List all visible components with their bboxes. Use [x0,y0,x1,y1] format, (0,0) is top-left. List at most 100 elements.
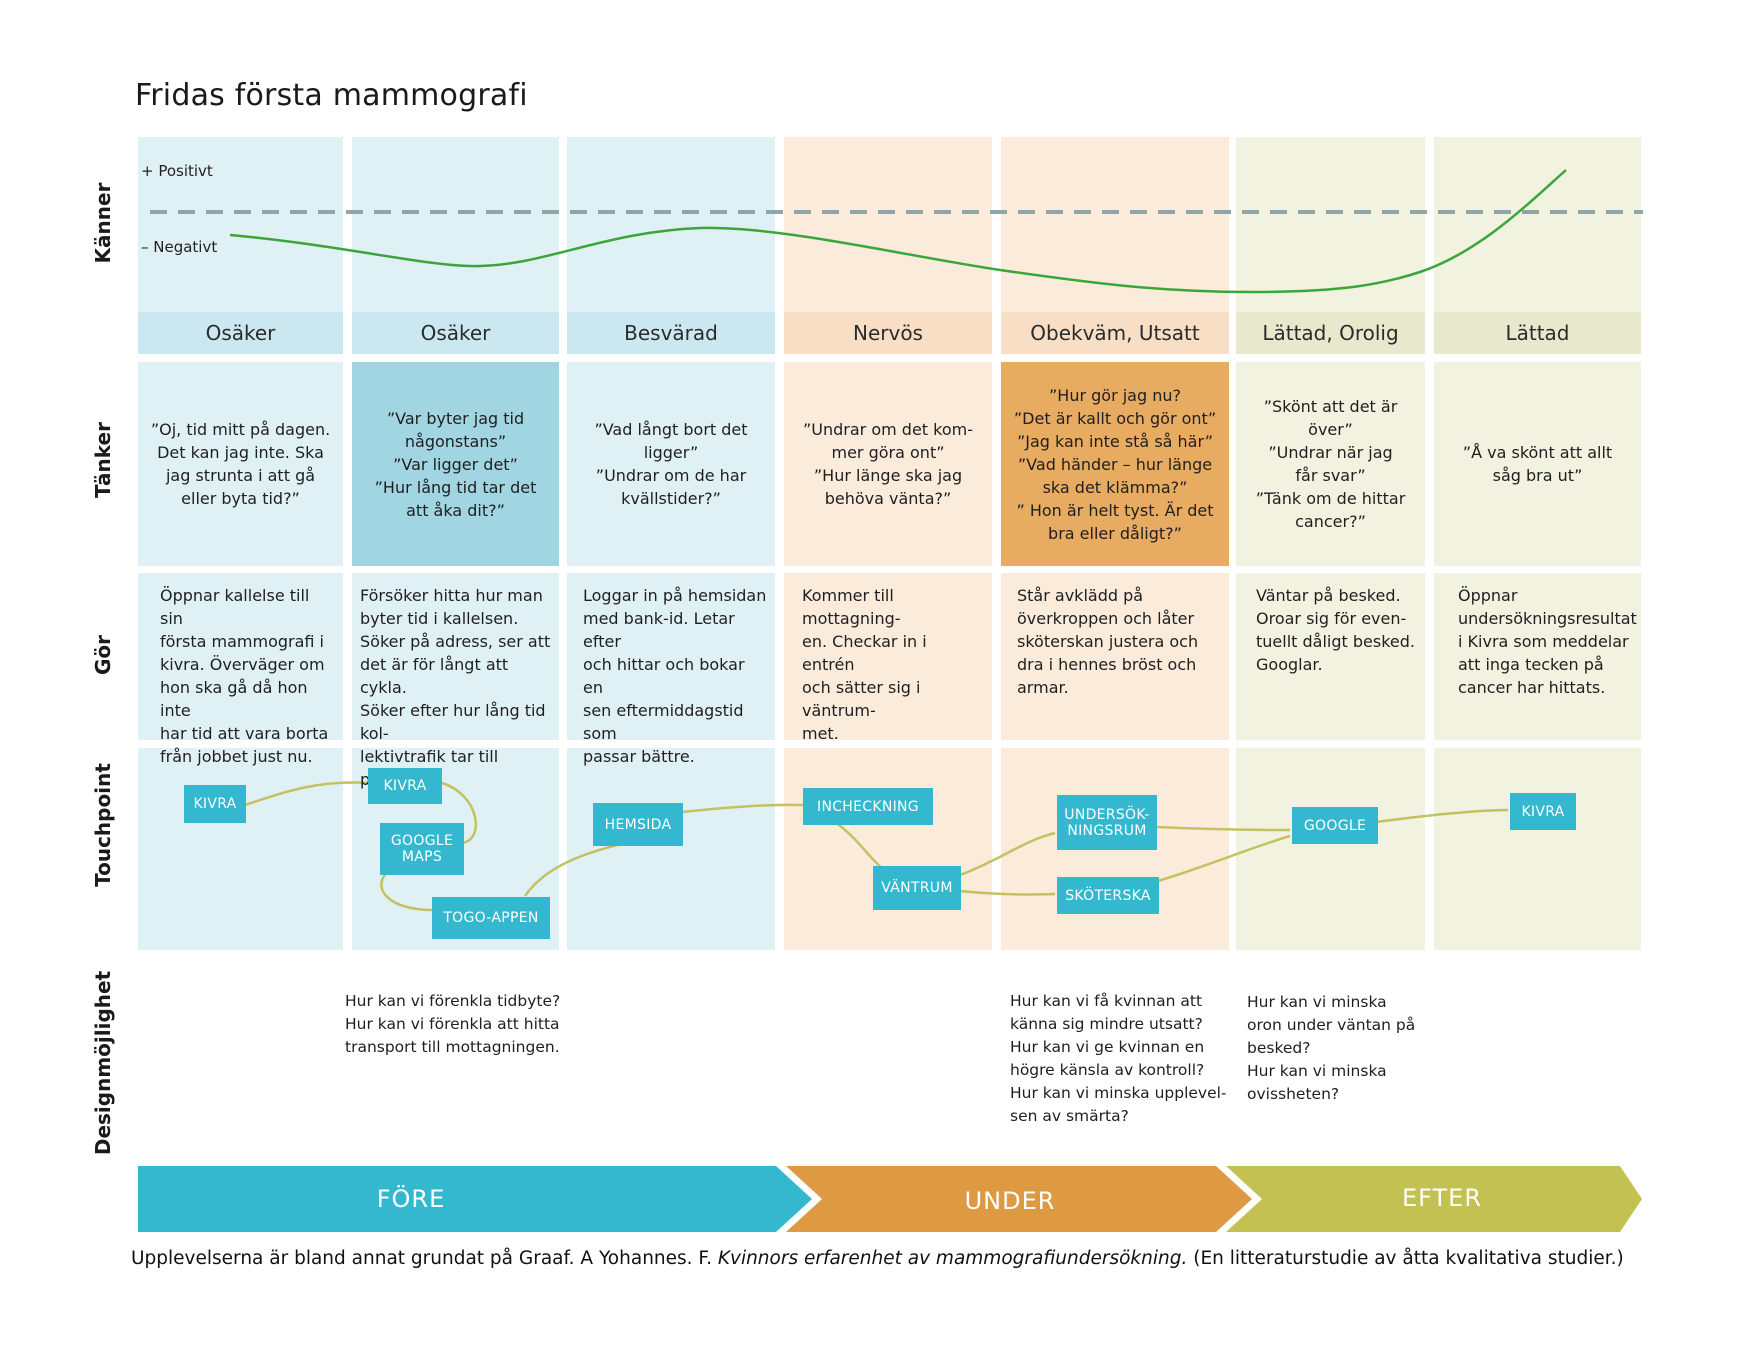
connector-google-kivra [1375,808,1509,824]
text-line: att åka dit?” [406,500,505,520]
phase-arrows [138,1166,1642,1232]
text-line: Försöker hitta hur man [360,586,543,605]
text-line: ”Var byter jag tid [386,408,525,428]
feeling-cell [1236,137,1425,312]
text-line: Väntar på besked. [1256,586,1401,605]
thought-quote: ”Oj, tid mitt på dagen. Det kan jag inte.… [138,362,343,566]
text-line: KIVRA [1521,803,1565,820]
text-line: UNDERSÖK- [1064,806,1150,823]
text-line: ”Vad långt bort det [594,420,748,439]
thought-cell [784,362,992,566]
citation: Upplevelserna är bland annat grundat på … [131,1248,1624,1269]
connector-googlemaps-togo [380,869,433,912]
touchpoint-chip: INCHECKNING [803,788,933,825]
doing-cell [352,573,559,740]
text-line: met. [802,724,839,743]
text-line: tuellt dåligt besked. [1256,632,1415,651]
phase-label-fore: FÖRE [376,1185,446,1213]
thought-cell [1434,362,1641,566]
feeling-cell [1001,137,1229,312]
text-line: över” [1308,420,1353,439]
text-line: undersökningsresultat [1458,609,1637,628]
text-line: Hur kan vi förenkla att hitta [345,1015,560,1033]
doing-cell [1434,573,1641,740]
text-line: armar. [1017,678,1069,697]
text-line: hon ska gå då hon inte [160,678,308,720]
emotion-label: Lättad [1434,312,1641,354]
text-line: i Kivra som meddelar [1458,632,1629,651]
connector-vantrum-undersokningsrum [959,831,1056,877]
text-line: högre känsla av kontroll? [1010,1061,1205,1079]
emotion-label: Osäker [352,312,559,354]
citation-prefix: Upplevelserna är bland annat grundat på … [131,1248,718,1269]
touchpoint-chip: SKÖTERSKA [1057,877,1159,914]
thought-quote: ”Undrar om det kom-mer göra ont””Hur län… [784,362,992,566]
text-line: Oroar sig för even- [1256,609,1407,628]
text-line: besked? [1247,1039,1311,1057]
doing-cell [1001,573,1229,740]
text-line: ”Å va skönt att allt [1462,443,1613,462]
text-line: VÄNTRUM [881,880,953,896]
touchpoint-chip-label: VÄNTRUM [881,880,952,896]
text-line: dra i hennes bröst och [1017,655,1197,674]
phase-label-under: UNDER [964,1187,1056,1215]
text-line: kvällstider?” [621,489,721,508]
feeling-cell [567,137,775,312]
doing-description: Kommer till mottagning-en. Checkar in i … [794,584,992,745]
thought-cell [352,362,559,566]
emotion-curve [229,169,1567,294]
text-line: sköterskan justera och [1017,632,1199,651]
touchpoint-chip: KIVRA [1510,793,1576,830]
text-line: får svar” [1295,466,1366,485]
design-question-group: Hur kan vi förenkla tidbyte? Hur kan vi f… [345,990,560,1059]
text-line: Kommer till mottagning- [802,586,901,628]
connector-incheckning-vantrum [834,820,886,872]
text-line: Står avklädd på [1017,586,1144,605]
touchpoint-chip-label: KIVRA [1521,804,1564,820]
touchpoint-cell [1236,748,1425,950]
text-line: Söker på adress, ser att [360,632,551,651]
touchpoint-chip: KIVRA [368,768,442,804]
text-line: och sätter sig i väntrum- [802,678,921,720]
citation-suffix: (En litteraturstudie av åtta kvalitativa… [1187,1248,1624,1269]
text-line: ”Undrar om de har [595,466,747,485]
text-line: ” Hon är helt tyst. Är det [1016,500,1214,520]
text-line: Hur kan vi förenkla tidbyte? [345,992,561,1010]
scale-positive-label: + Positivt [141,162,213,180]
touchpoint-chip-label: INCHECKNING [817,799,919,815]
text-line: Loggar in på hemsidan [583,586,767,605]
text-line: Googlar. [1256,655,1323,674]
text-line: SKÖTERSKA [1065,887,1151,904]
text-line: GOOGLE [390,833,454,849]
thought-quote: ”Å va skönt att allt såg bra ut” [1434,362,1641,566]
thought-cell [1001,362,1229,566]
text-line: ”Undrar när jag [1268,443,1393,462]
touchpoint-chip: GOOGLE [1292,807,1378,844]
text-line: ”Oj, tid mitt på dagen. [150,420,331,439]
text-line: känna sig mindre utsatt? [1010,1015,1203,1033]
text-line: ”Vad händer – hur länge [1017,454,1213,474]
text-line: att inga tecken på [1458,655,1604,674]
doing-cell [138,573,343,740]
touchpoint-chip-label: SKÖTERSKA [1065,888,1151,904]
text-line: Det kan jag inte. Ska [157,443,324,462]
thought-cell [138,362,343,566]
connector-skoterska-google [1157,834,1291,883]
doing-cell [567,573,775,740]
text-line: ovissheten? [1247,1085,1340,1103]
text-line: såg bra ut” [1492,466,1583,485]
text-line: sen eftermiddagstid som [583,701,744,743]
emotion-label: Nervös [784,312,992,354]
arrow-efter [1226,1166,1642,1232]
text-line: KIVRA [193,796,237,812]
thought-quote: ”Hur gör jag nu?”Det är kallt och gör on… [1001,362,1229,566]
touchpoint-chip: KIVRA [184,785,246,823]
text-line: Öppnar [1458,586,1518,605]
text-line: transport till mottagningen. [345,1038,560,1056]
text-line: Hur kan vi ge kvinnan en [1010,1038,1205,1056]
